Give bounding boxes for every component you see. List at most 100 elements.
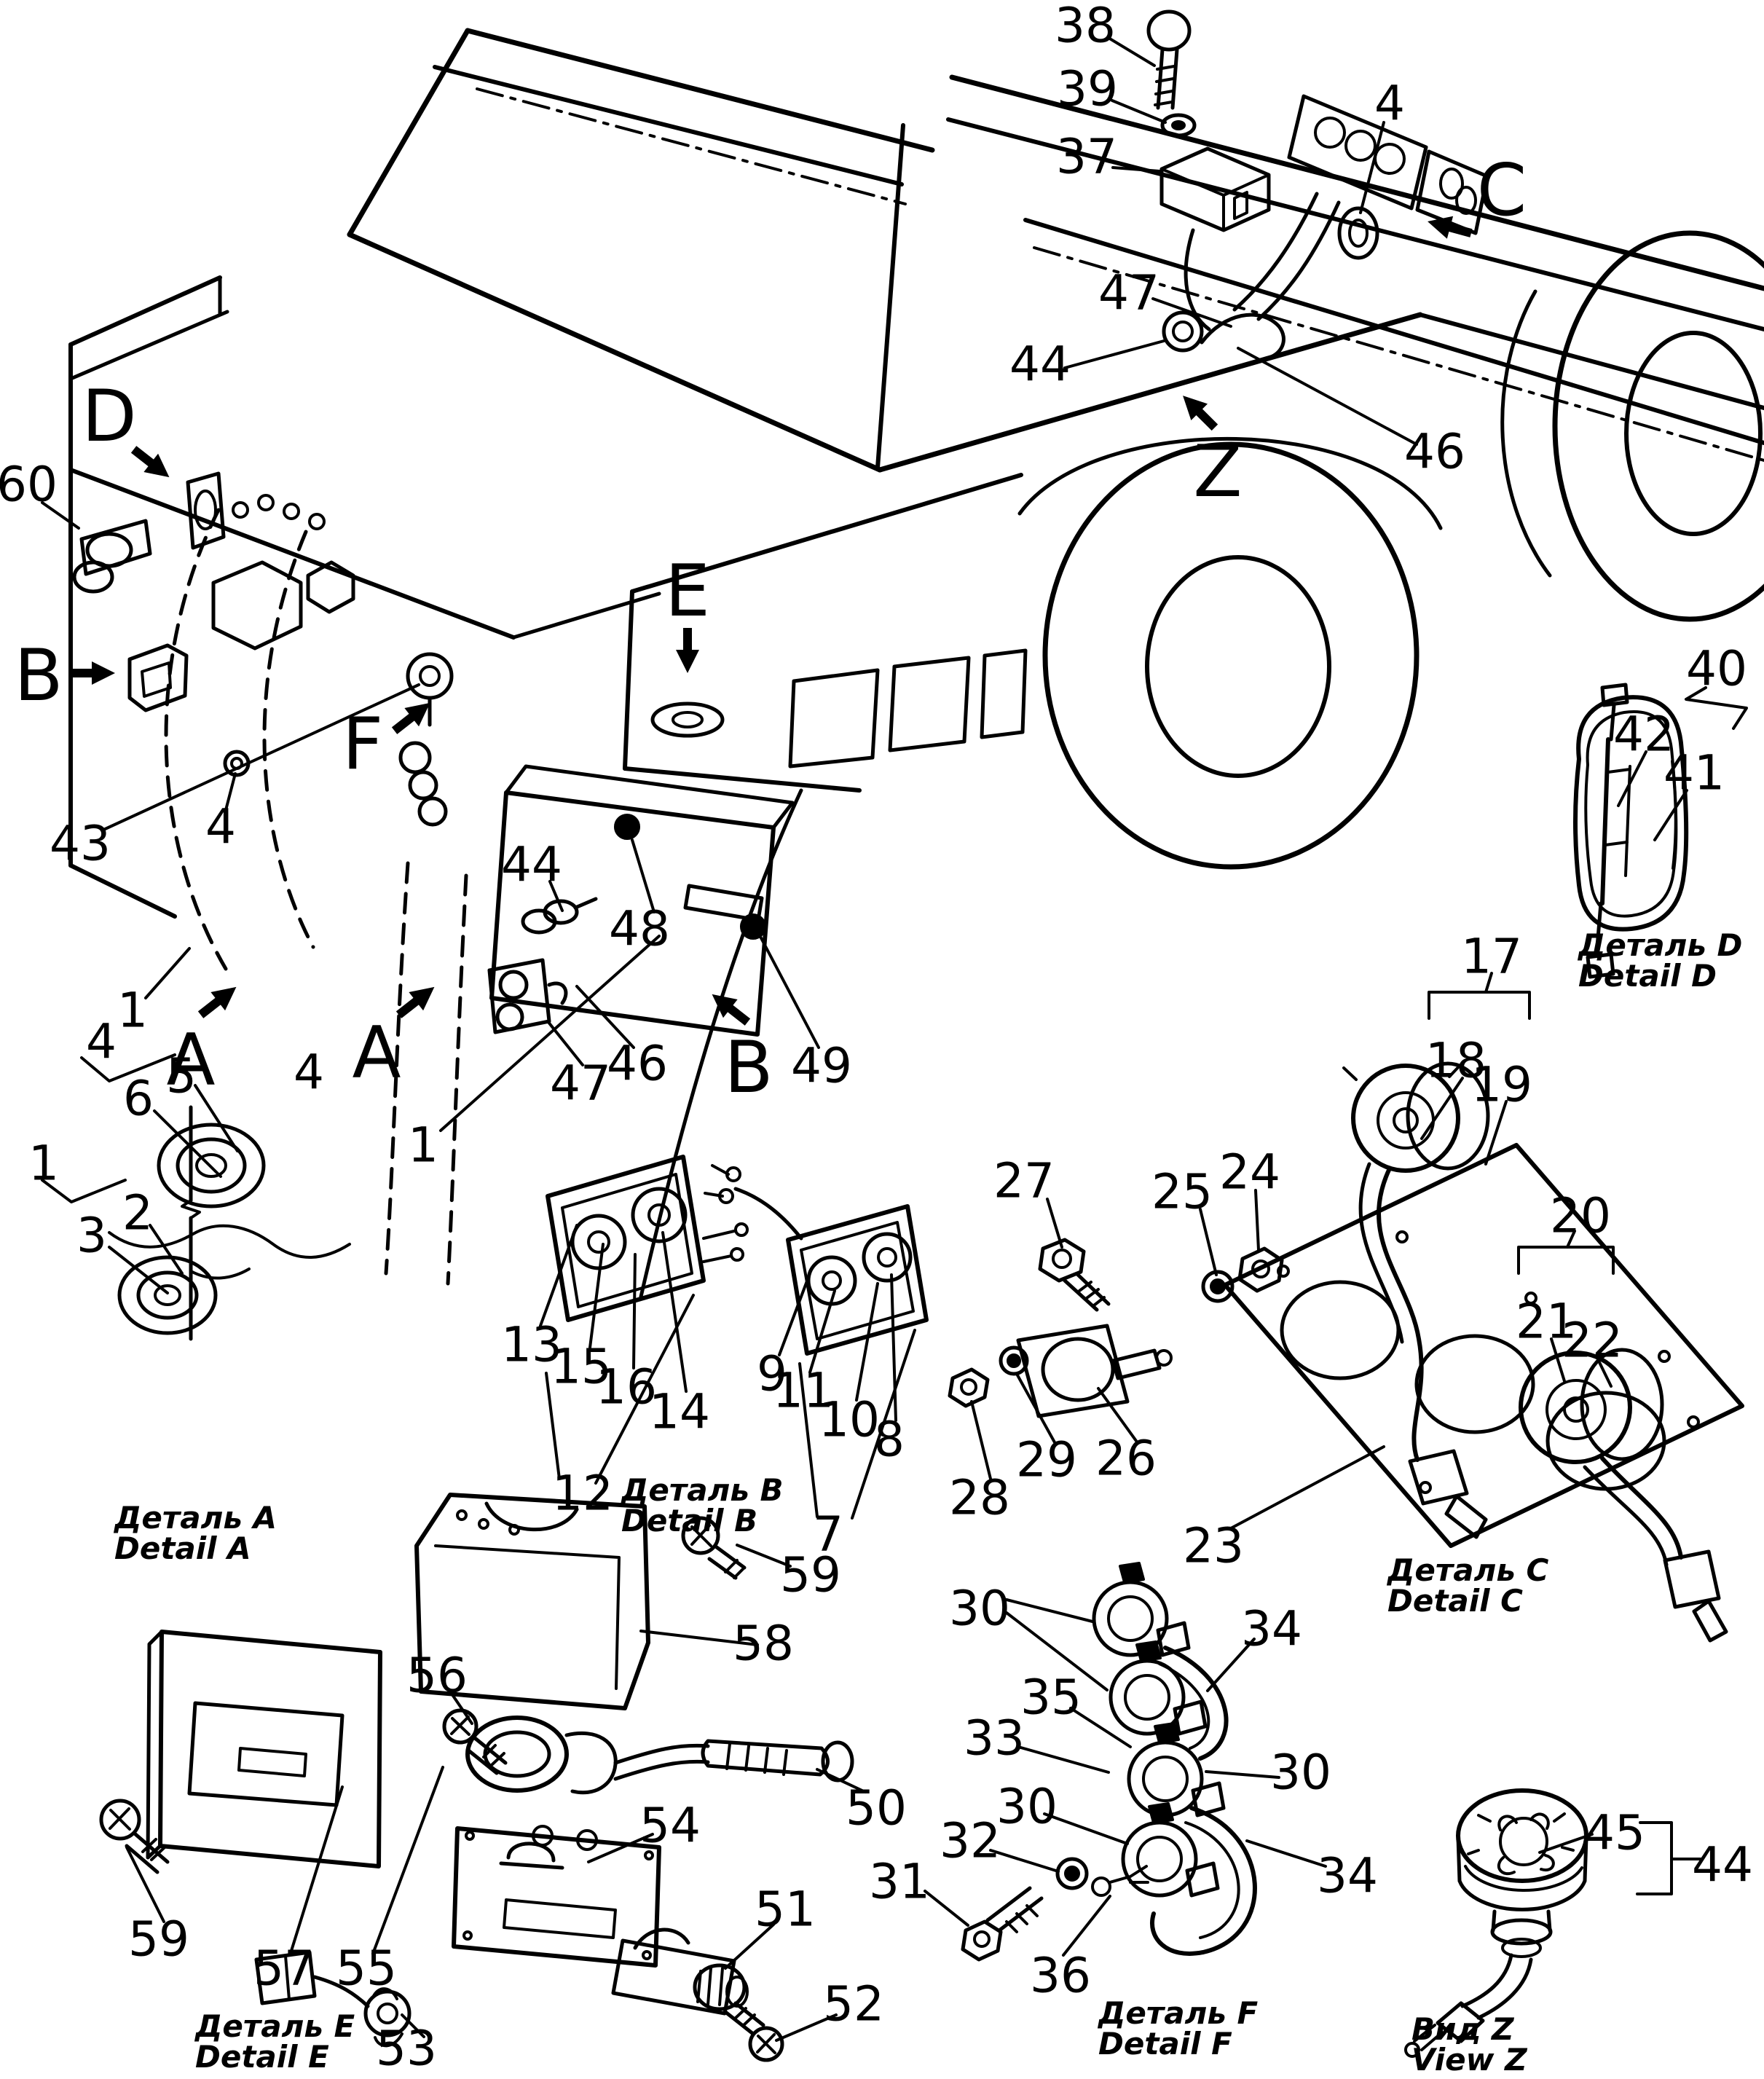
part-number-label: 34 — [1241, 1601, 1302, 1657]
artwork-path — [1232, 192, 1319, 312]
leader-line — [108, 1246, 169, 1294]
part-number-label: 59 — [780, 1547, 841, 1603]
artwork-path — [1377, 1091, 1435, 1149]
artwork-path — [875, 123, 905, 470]
artwork-path — [1154, 65, 1176, 106]
artwork-path — [543, 899, 579, 925]
artwork-path — [1342, 1064, 1462, 1081]
artwork-path — [503, 1898, 617, 1939]
artwork-path — [1604, 765, 1631, 877]
artwork-path — [237, 1747, 307, 1777]
artwork-path — [109, 1807, 131, 1831]
view-letter-label: E — [665, 550, 710, 633]
artwork-path — [690, 1524, 712, 1547]
part-number-label: 23 — [1183, 1518, 1244, 1574]
artwork-path — [639, 788, 803, 1299]
artwork-path — [99, 1799, 141, 1841]
part-number-label: 53 — [376, 2021, 437, 2077]
artwork-path — [821, 1740, 854, 1783]
leader-line — [724, 1923, 775, 1970]
artwork-path — [1413, 2024, 1444, 2051]
part-number-label: 44 — [501, 837, 562, 893]
artwork-path — [1017, 437, 1443, 530]
leader-line — [970, 1400, 992, 1480]
artwork-path — [806, 1255, 857, 1306]
leader-line — [632, 1253, 637, 1369]
artwork-path — [189, 1268, 251, 1280]
part-number-label: 22 — [1562, 1313, 1623, 1369]
artwork-path — [1119, 1562, 1145, 1584]
artwork-path — [398, 741, 432, 774]
artwork-path — [1160, 168, 1270, 232]
leader-line — [548, 880, 564, 912]
artwork-path — [41, 1179, 127, 1203]
view-arrow-icon — [391, 702, 430, 734]
view-letter-label: A — [352, 1012, 401, 1095]
part-number-label: 27 — [993, 1153, 1055, 1209]
part-number-label: 26 — [1095, 1431, 1157, 1487]
leader-line — [101, 683, 420, 832]
part-number-label: 21 — [1516, 1294, 1577, 1350]
artwork-path — [756, 2033, 776, 2054]
artwork-path — [68, 468, 516, 640]
artwork-path — [613, 1743, 710, 1781]
leader-line — [1151, 297, 1232, 328]
part-number-label: 13 — [501, 1317, 562, 1373]
leader-line — [575, 985, 635, 1049]
artwork-path — [1287, 94, 1428, 211]
artwork-path — [1624, 331, 1763, 536]
detail-caption-en: Detail C — [1387, 1583, 1523, 1619]
artwork-path — [1042, 441, 1420, 870]
artwork-path — [186, 471, 226, 550]
part-number-label: 30 — [1270, 1745, 1331, 1801]
artwork-path — [631, 1187, 688, 1243]
artwork-path — [1414, 1334, 1535, 1434]
artwork-path — [1348, 219, 1369, 248]
artwork-path — [1038, 1238, 1086, 1283]
artwork-path — [484, 1501, 579, 1531]
view-arrow-icon — [197, 986, 237, 1018]
part-number-label: 38 — [1055, 0, 1116, 54]
artwork-path — [68, 863, 177, 919]
detail-caption-ru: Деталь A — [113, 1500, 277, 1536]
part-number-label: 42 — [1613, 707, 1674, 763]
artwork-path — [704, 1164, 730, 1198]
artwork-path — [730, 1222, 749, 1262]
part-number-label: 34 — [1317, 1848, 1378, 1904]
artwork-path — [1358, 1162, 1404, 1344]
part-number-label: 1 — [408, 1117, 438, 1174]
artwork-path — [1063, 1273, 1111, 1312]
leader-line — [539, 1224, 578, 1327]
leader-line — [1420, 1077, 1464, 1140]
artwork-path — [80, 1053, 176, 1082]
artwork-path — [733, 1187, 803, 1241]
part-number-label: 10 — [819, 1392, 880, 1448]
artwork-path — [623, 589, 634, 771]
part-number-label: 60 — [0, 457, 58, 513]
artwork-path — [176, 1137, 247, 1194]
artwork-path — [718, 1166, 741, 1204]
view-arrow-icon — [676, 628, 699, 673]
artwork-path — [1135, 1640, 1162, 1662]
part-number-label: 57 — [253, 1941, 315, 1997]
artwork-path — [1172, 321, 1194, 342]
artwork-path — [946, 117, 1764, 331]
artwork-path — [68, 310, 229, 381]
artwork-path — [1145, 555, 1331, 778]
artwork-path — [456, 1509, 520, 1536]
leader-line — [775, 2013, 838, 2042]
artwork-path — [164, 508, 228, 971]
artwork-path — [1091, 1865, 1149, 1897]
artwork-path — [127, 643, 189, 712]
detail-caption-ru: Деталь E — [194, 2008, 355, 2044]
artwork-path — [284, 1954, 291, 2001]
artwork-path — [546, 1155, 706, 1322]
leader-line — [1017, 1745, 1110, 1774]
artwork-path — [650, 701, 725, 738]
artwork-path — [1052, 1249, 1072, 1269]
leader-line — [661, 1231, 688, 1393]
artwork-path — [633, 1927, 690, 1950]
artwork-path — [125, 1832, 170, 1874]
part-number-label: 49 — [791, 1038, 852, 1094]
artwork-path — [948, 1367, 990, 1408]
